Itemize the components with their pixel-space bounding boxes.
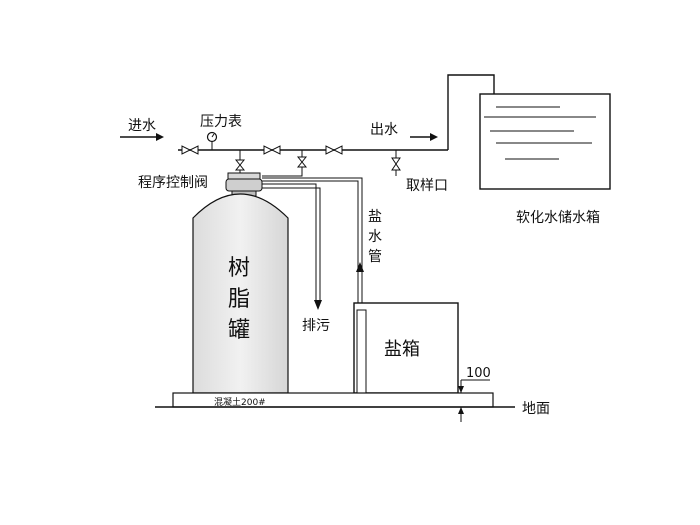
drop-pipe-left — [234, 150, 246, 176]
resin-tank-label-1: 树 — [228, 256, 250, 281]
outlet-riser-pipe — [447, 74, 495, 150]
main-valve-2-icon — [263, 145, 281, 155]
concrete-label: 混凝土200# — [214, 396, 266, 408]
brine-pipe-label-2: 水 — [368, 229, 382, 245]
control-valve-label: 程序控制阀 — [138, 175, 208, 191]
sampling-port-icon — [391, 150, 401, 176]
brine-inner-tube — [356, 309, 367, 394]
inlet-label: 进水 — [128, 118, 156, 134]
resin-tank — [192, 193, 289, 394]
resin-tank-label-2: 脂 — [228, 287, 250, 312]
ground-label: 地面 — [522, 401, 550, 417]
storage-tank — [479, 93, 611, 190]
resin-tank-label-3: 罐 — [228, 318, 250, 343]
storage-tank-label: 软化水储水箱 — [516, 210, 600, 226]
drain-pipe — [262, 183, 322, 310]
pressure-gauge-label: 压力表 — [200, 114, 242, 130]
height-dimension — [458, 379, 490, 422]
inlet-arrow — [120, 133, 164, 141]
drop-pipe-right — [262, 150, 308, 177]
pressure-gauge-icon — [206, 131, 218, 150]
outlet-valve-icon — [325, 145, 343, 155]
water-level-lines — [484, 106, 596, 160]
brine-pipe-label-1: 盐 — [368, 209, 382, 225]
outlet-label: 出水 — [370, 122, 398, 138]
outlet-arrow — [410, 133, 438, 141]
sampling-port-label: 取样口 — [406, 178, 448, 194]
brine-pipe — [262, 177, 364, 303]
height-label: 100 — [466, 366, 491, 381]
inlet-valve-icon — [181, 145, 199, 155]
control-valve-icon — [225, 172, 263, 197]
drain-label: 排污 — [302, 318, 330, 334]
brine-pipe-label-3: 管 — [368, 249, 382, 265]
brine-box — [353, 302, 459, 394]
brine-box-label: 盐箱 — [384, 339, 420, 360]
